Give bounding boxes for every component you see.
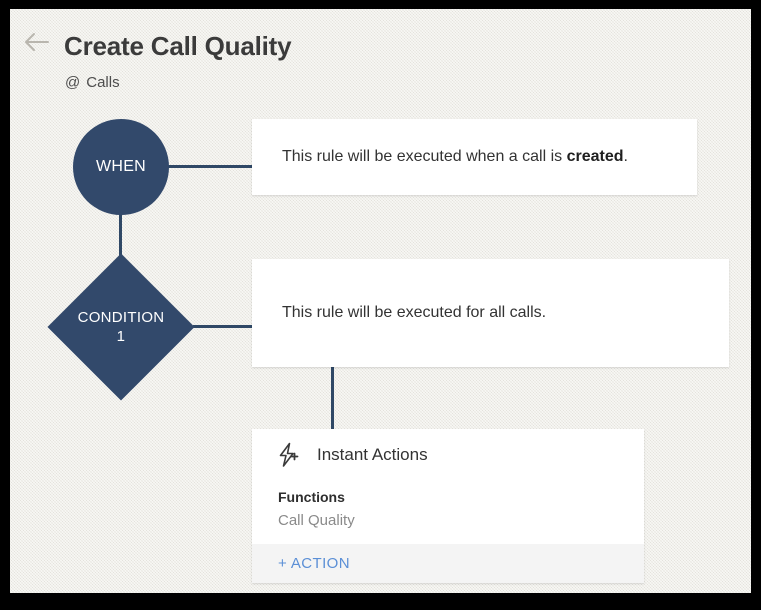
instant-actions-card[interactable]: Instant Actions Functions Call Quality +… [252, 429, 644, 583]
back-arrow-glyph [25, 33, 49, 51]
condition-node[interactable]: CONDITION 1 [47, 253, 195, 401]
breadcrumb-object: Calls [86, 74, 120, 91]
connector-when-to-condition [119, 213, 122, 257]
connector-condition-to-card [193, 325, 254, 328]
functions-label: Functions [278, 489, 345, 505]
when-description-text: This rule will be executed when a call i… [252, 148, 628, 166]
when-node-label: WHEN [95, 158, 147, 175]
condition-node-label: CONDITION 1 [47, 253, 195, 401]
condition-label-line1: CONDITION [77, 309, 165, 326]
when-text-before: This rule will be executed when a call i… [282, 148, 567, 165]
connector-card-to-actions [331, 365, 334, 431]
breadcrumb: @ Calls [65, 74, 120, 91]
add-action-link[interactable]: + ACTION [278, 555, 350, 572]
when-text-bold: created [566, 148, 624, 165]
instant-actions-header: Instant Actions [252, 429, 644, 481]
at-symbol: @ [65, 74, 81, 91]
when-text-after: . [623, 148, 628, 165]
condition-label-line2: 1 [116, 328, 126, 345]
add-action-footer[interactable]: + ACTION [252, 544, 644, 583]
instant-actions-title: Instant Actions [317, 445, 428, 464]
functions-value: Call Quality [278, 512, 355, 529]
when-node[interactable]: WHEN [73, 119, 169, 215]
condition-description-text: This rule will be executed for all calls… [282, 304, 547, 321]
lightning-bolt-plus-icon [279, 442, 299, 467]
rule-builder-canvas: Create Call Quality @ Calls WHEN This rul… [10, 9, 751, 593]
when-description-card[interactable]: This rule will be executed when a call i… [252, 119, 697, 195]
page-title: Create Call Quality [64, 31, 292, 61]
back-arrow-icon[interactable] [22, 29, 52, 55]
condition-description-card[interactable]: This rule will be executed for all calls… [252, 259, 729, 367]
connector-when-to-card [168, 165, 254, 168]
